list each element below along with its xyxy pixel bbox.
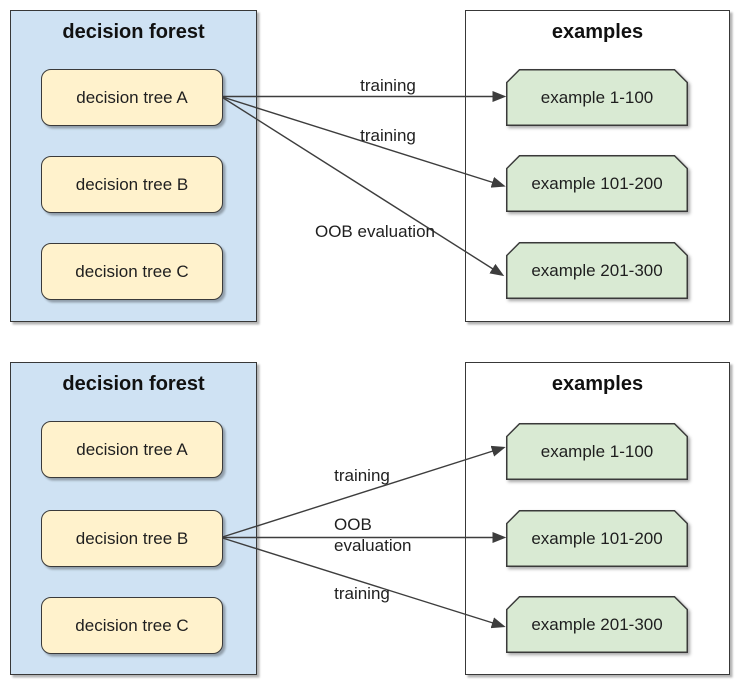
plaque-shape bbox=[506, 155, 688, 212]
arrow-label-oob-top: OOB evaluation bbox=[314, 222, 435, 241]
example-box-201-300: example 201-300 bbox=[506, 596, 688, 653]
examples-container-bottom: examples example 1-100 example 101-200 e… bbox=[465, 362, 730, 675]
plaque-shape bbox=[506, 423, 688, 480]
decision-tree-b: decision tree B bbox=[41, 156, 223, 213]
examples-container-top: examples example 1-100 example 101-200 e… bbox=[465, 10, 730, 322]
example-box-201-300: example 201-300 bbox=[506, 242, 688, 299]
example-box-101-200: example 101-200 bbox=[506, 510, 688, 567]
decision-tree-c: decision tree C bbox=[41, 243, 223, 300]
tree-label: decision tree A bbox=[76, 439, 188, 459]
examples-title: examples bbox=[551, 373, 644, 395]
tree-label: decision tree B bbox=[75, 174, 189, 194]
example-box-101-200: example 101-200 bbox=[506, 155, 688, 212]
arrow-treeA-oob-ex3 bbox=[222, 96, 505, 277]
examples-title: examples bbox=[551, 21, 644, 43]
arrow-label-training-1-top: training bbox=[360, 76, 416, 95]
example-label: example 201-300 bbox=[531, 260, 663, 280]
decision-tree-a: decision tree A bbox=[41, 421, 223, 478]
tree-label: decision tree B bbox=[75, 528, 189, 548]
arrow-label-training-1-bottom: training bbox=[334, 466, 390, 485]
decision-tree-c: decision tree C bbox=[41, 597, 223, 654]
arrow-label-training-2-bottom: training bbox=[334, 584, 390, 603]
arrow-label-training-2-top: training bbox=[360, 126, 416, 145]
plaque-shape bbox=[506, 510, 688, 567]
decision-tree-a: decision tree A bbox=[41, 69, 223, 126]
example-label: example 101-200 bbox=[531, 528, 663, 548]
example-label: example 1-100 bbox=[540, 441, 654, 461]
tree-label: decision tree C bbox=[75, 615, 189, 635]
forest-title: decision forest bbox=[62, 21, 205, 43]
plaque-shape bbox=[506, 69, 688, 126]
arrow-label-oob-bottom: OOB evaluation bbox=[334, 515, 412, 555]
decision-tree-b: decision tree B bbox=[41, 510, 223, 567]
forest-container-bottom: decision forest decision tree A decision… bbox=[10, 362, 257, 675]
example-label: example 201-300 bbox=[531, 614, 663, 634]
example-label: example 101-200 bbox=[531, 173, 663, 193]
example-box-1-100: example 1-100 bbox=[506, 423, 688, 480]
example-label: example 1-100 bbox=[540, 87, 654, 107]
forest-container-top: decision forest decision tree A decision… bbox=[10, 10, 257, 322]
plaque-shape bbox=[506, 596, 688, 653]
tree-label: decision tree C bbox=[75, 261, 189, 281]
plaque-shape bbox=[506, 242, 688, 299]
example-box-1-100: example 1-100 bbox=[506, 69, 688, 126]
tree-label: decision tree A bbox=[76, 87, 188, 107]
forest-title: decision forest bbox=[62, 373, 205, 395]
